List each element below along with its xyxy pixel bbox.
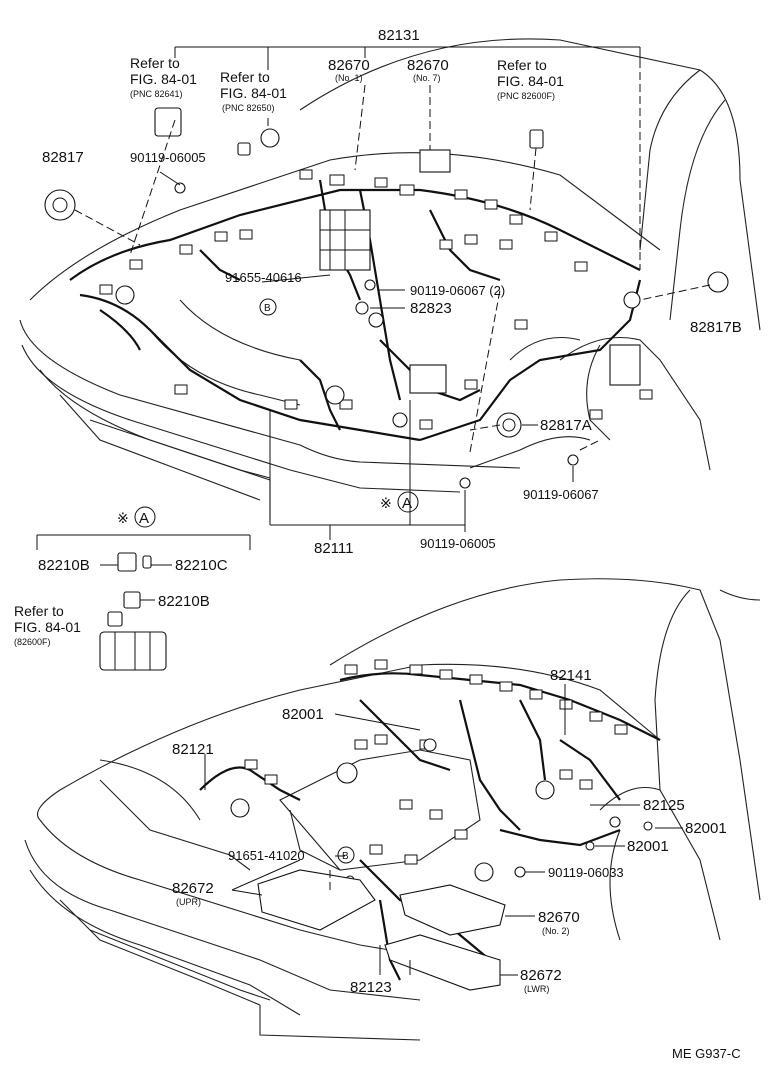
clamp-82823 <box>355 301 369 315</box>
cover-82672-lwr <box>384 934 501 991</box>
grommet-82817a <box>496 412 522 438</box>
mark-b-bottom: B <box>342 851 349 862</box>
label-82125: 82125 <box>643 797 685 814</box>
part-82600f <box>529 129 544 149</box>
ref-2-pnc: (PNC 82650) <box>222 103 275 113</box>
bottom-leaders <box>204 684 683 976</box>
label-82670-no1: 82670 <box>328 57 370 74</box>
label-82131: 82131 <box>378 27 420 44</box>
label-82670-no7-sub: (No. 7) <box>413 73 441 83</box>
detail-a: ※ A 82210B 82210C 82210B Refer to FIG. 8… <box>14 506 251 671</box>
label-90119-06067-2: 90119-06067 (2) <box>410 283 505 298</box>
detail-a-mark: A <box>139 510 149 527</box>
ref-2-line1: Refer to <box>220 69 270 85</box>
label-82210c: 82210C <box>175 557 228 574</box>
ref-3-line1: Refer to <box>497 57 547 73</box>
grommet-82817b <box>707 271 729 293</box>
ref-mark-top: ※ <box>380 495 392 511</box>
bolt-90119-06067-fender <box>567 454 579 466</box>
mark-a-top: A <box>402 495 412 512</box>
label-82123: 82123 <box>350 979 392 996</box>
ref-1-line2: FIG. 84-01 <box>130 71 197 87</box>
label-82672-lwr: 82672 <box>520 967 562 984</box>
label-90119-06005-bottom: 90119-06005 <box>420 536 496 551</box>
bolt-90119-06005 <box>174 182 186 194</box>
top-loose-parts <box>44 107 729 489</box>
bottom-car-body <box>24 578 761 1041</box>
top-leaders <box>74 46 711 540</box>
detail-a-ref-line2: FIG. 84-01 <box>14 619 81 635</box>
ref-1-line1: Refer to <box>130 55 180 71</box>
ref-3-line2: FIG. 84-01 <box>497 73 564 89</box>
top-connectors <box>99 149 653 430</box>
bolt-90119-06005-bottom <box>459 477 471 489</box>
label-91655-40616: 91655-40616 <box>225 270 302 285</box>
label-82670-no1-sub: (No. 1) <box>335 73 363 83</box>
part-82650 <box>260 128 280 148</box>
cover-82672-upr <box>257 869 376 931</box>
label-82817: 82817 <box>42 149 84 166</box>
top-car-body <box>19 38 761 520</box>
label-82141: 82141 <box>550 667 592 684</box>
bolt-90119-06067 <box>364 279 376 291</box>
label-82672-lwr-sub: (LWR) <box>524 984 549 994</box>
label-82111: 82111 <box>314 540 354 557</box>
label-82817a: 82817A <box>540 417 592 434</box>
label-82121: 82121 <box>172 741 214 758</box>
ref-2-line2: FIG. 84-01 <box>220 85 287 101</box>
detail-a-ref-pnc: (82600F) <box>14 637 51 647</box>
part-82641 <box>154 107 182 137</box>
label-90119-06005-top: 90119-06005 <box>130 150 206 165</box>
relay-block-82670-no2 <box>399 884 506 936</box>
label-82817b: 82817B <box>690 319 742 336</box>
label-82670-no2-sub: (No. 2) <box>542 926 570 936</box>
detail-a-ref-line1: Refer to <box>14 603 64 619</box>
mark-b-top: B <box>264 303 271 314</box>
label-82670-no7: 82670 <box>407 57 449 74</box>
label-82672-upr-sub: (UPR) <box>176 897 201 907</box>
label-82001-c: 82001 <box>627 838 669 855</box>
top-labels: 82131 Refer to FIG. 84-01 (PNC 82641) Re… <box>42 27 742 557</box>
label-82210b-2: 82210B <box>158 593 210 610</box>
bottom-labels: 82141 82001 82121 82125 82001 82001 9165… <box>172 667 727 996</box>
label-82001-a: 82001 <box>282 706 324 723</box>
label-82001-b: 82001 <box>685 820 727 837</box>
ref-3-pnc: (PNC 82600F) <box>497 91 555 101</box>
bottom-connectors <box>230 659 653 991</box>
label-91651-41020: 91651-41020 <box>228 848 305 863</box>
figure-code: ME G937-C <box>672 1046 741 1061</box>
label-82823: 82823 <box>410 300 452 317</box>
detail-a-ref-mark: ※ <box>117 510 129 526</box>
label-90119-06067: 90119-06067 <box>523 487 599 502</box>
label-90119-06033: 90119-06033 <box>548 865 624 880</box>
ref-1-pnc: (PNC 82641) <box>130 89 183 99</box>
label-82672-upr: 82672 <box>172 880 214 897</box>
label-82210b-1: 82210B <box>38 557 90 574</box>
grommet-82817 <box>44 189 76 221</box>
label-82670-no2: 82670 <box>538 909 580 926</box>
